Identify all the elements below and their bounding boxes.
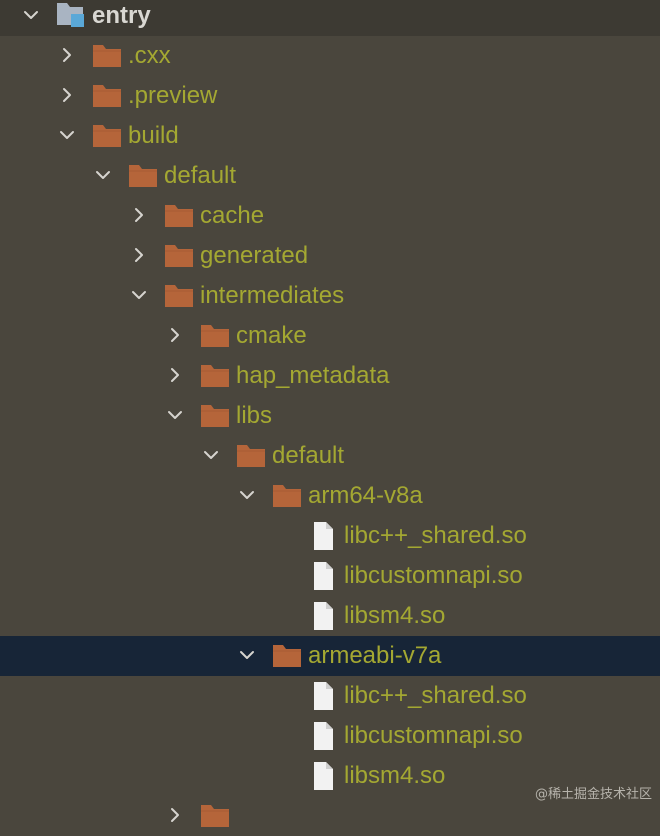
tree-item-label: .cxx (128, 42, 171, 69)
tree-item-label: libsm4.so (344, 602, 446, 629)
tree-folder-row[interactable]: cmake (0, 316, 660, 356)
tree-file-row[interactable]: libcustomnapi.so (0, 556, 660, 596)
tree-folder-row[interactable]: armeabi-v7a (0, 636, 660, 676)
folder-icon (200, 322, 230, 350)
watermark: @稀土掘金技术社区 (534, 787, 652, 802)
chevron-down-icon[interactable] (128, 284, 150, 306)
tree-file-row[interactable]: libsm4.so (0, 596, 660, 636)
folder-icon (164, 202, 194, 230)
tree-folder-row[interactable]: hap_metadata (0, 356, 660, 396)
chevron-down-icon[interactable] (56, 124, 78, 146)
tree-item-label: libsm4.so (344, 762, 446, 789)
chevron-right-icon[interactable] (128, 244, 150, 266)
tree-folder-row[interactable]: intermediates (0, 276, 660, 316)
folder-icon (200, 802, 230, 830)
tree-folder-row[interactable]: generated (0, 236, 660, 276)
tree-item-label: libc++_shared.so (344, 682, 527, 709)
tree-folder-row[interactable]: .preview (0, 76, 660, 116)
chevron-down-icon[interactable] (92, 164, 114, 186)
tree-item-label: default (272, 442, 345, 469)
tree-item-label: cache (200, 202, 265, 229)
tree-folder-row[interactable]: cache (0, 196, 660, 236)
chevron-right-icon[interactable] (164, 364, 186, 386)
tree-folder-row[interactable]: .cxx (0, 36, 660, 76)
tree-file-row[interactable]: libc++_shared.so (0, 516, 660, 556)
chevron-right-icon[interactable] (164, 804, 186, 826)
folder-icon (164, 242, 194, 270)
chevron-down-icon[interactable] (164, 404, 186, 426)
chevron-down-icon[interactable] (236, 484, 258, 506)
folder-icon (92, 42, 122, 70)
tree-folder-row[interactable]: default (0, 436, 660, 476)
file-icon (308, 721, 338, 750)
tree-item-label: arm64-v8a (308, 482, 423, 509)
chevron-right-icon[interactable] (164, 324, 186, 346)
tree-item-label: build (128, 122, 179, 149)
tree-item-label: hap_metadata (236, 362, 390, 389)
tree-item-label: libc++_shared.so (344, 522, 527, 549)
tree-item-label: libcustomnapi.so (344, 562, 523, 589)
chevron-right-icon[interactable] (56, 84, 78, 106)
folder-icon (236, 442, 266, 470)
tree-file-row[interactable]: libcustomnapi.so (0, 716, 660, 756)
folder-icon (272, 482, 302, 510)
folder-icon (200, 362, 230, 390)
folder-icon (128, 162, 158, 190)
file-icon (308, 681, 338, 710)
chevron-right-icon[interactable] (128, 204, 150, 226)
tree-item-label: default (164, 162, 237, 189)
tree-folder-row[interactable] (0, 796, 660, 836)
file-icon (308, 521, 338, 550)
tree-file-row[interactable]: libsm4.so (0, 756, 660, 796)
tree-folder-row[interactable]: entry (0, 0, 660, 36)
chevron-down-icon[interactable] (20, 4, 42, 26)
tree-item-label: intermediates (200, 282, 345, 309)
folder-icon (92, 122, 122, 150)
tree-item-label: .preview (128, 82, 218, 109)
tree-item-label: armeabi-v7a (308, 642, 442, 669)
tree-item-label: cmake (236, 322, 307, 349)
tree-item-label: generated (200, 242, 309, 269)
chevron-down-icon[interactable] (200, 444, 222, 466)
chevron-down-icon[interactable] (236, 644, 258, 666)
tree-file-row[interactable]: libc++_shared.so (0, 676, 660, 716)
tree-item-label: libs (236, 402, 273, 429)
file-icon (308, 601, 338, 630)
tree-folder-row[interactable]: build (0, 116, 660, 156)
file-icon (308, 561, 338, 590)
folder-icon (92, 82, 122, 110)
folder-icon (164, 282, 194, 310)
file-icon (308, 761, 338, 790)
tree-folder-row[interactable]: arm64-v8a (0, 476, 660, 516)
tree-folder-row[interactable]: default (0, 156, 660, 196)
folder-icon (200, 402, 230, 430)
tree-item-label: entry (92, 2, 151, 29)
chevron-right-icon[interactable] (56, 44, 78, 66)
module-folder-icon (56, 2, 86, 30)
folder-icon (272, 642, 302, 670)
tree-item-label: libcustomnapi.so (344, 722, 523, 749)
tree-folder-row[interactable]: libs (0, 396, 660, 436)
